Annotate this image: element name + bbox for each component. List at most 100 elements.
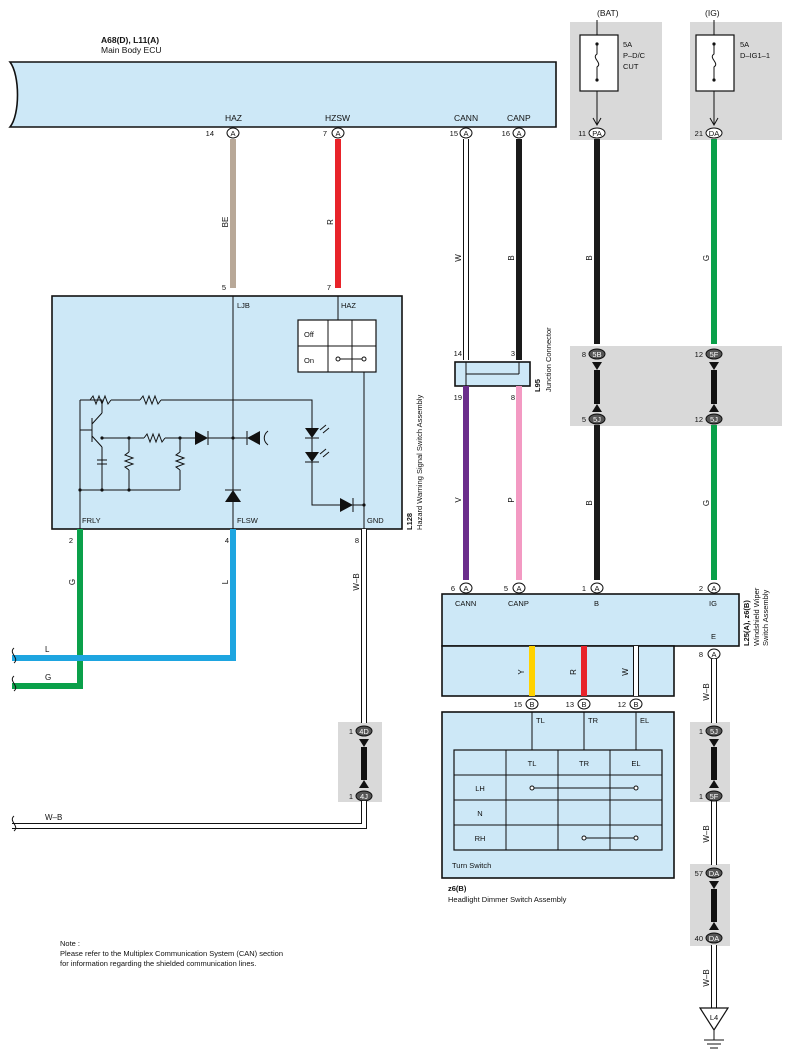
wiper-switch-box [441, 593, 740, 647]
wiper-pin-13: 13 [566, 700, 574, 709]
wiper-e-connector-label: A [711, 650, 716, 659]
ground-icon [698, 1007, 730, 1049]
hazard-pin-7: 7 [327, 283, 331, 292]
wire-wb-left-label: W–B [45, 813, 62, 822]
wire-break-icon [11, 647, 17, 692]
ecu-pin-cann: CANN [454, 113, 478, 123]
fuse-bat-rating: 5A [623, 40, 632, 49]
wire-wb-gnd-label: W–B [352, 573, 361, 590]
conn-5f-b-label: 5F [710, 792, 719, 801]
conn-5f-b [705, 790, 723, 802]
conn-40-num: 40 [695, 934, 703, 943]
conn-57-num: 57 [695, 869, 703, 878]
fuse-ig-pin: 21 [695, 129, 703, 138]
conn-4j-num: 1 [349, 792, 353, 801]
conn-4d [355, 725, 373, 737]
ecu-cann-connector-label: A [463, 129, 468, 138]
ecu-pin-canp: CANP [507, 113, 531, 123]
ecu-subtitle: Main Body ECU [101, 45, 161, 55]
wiper-tl-connector-label: B [529, 700, 534, 709]
wiper-el-connector [629, 698, 643, 710]
fuse-bat-name: P–D/C [623, 51, 646, 60]
wire-g-wiper-label: G [702, 500, 711, 506]
wire-wb-e-label: W–B [702, 683, 711, 700]
wiper-code: L25(A), z6(B) [742, 600, 751, 646]
wire-p-label: P [507, 497, 516, 502]
dimmer-code: z6(B) [448, 884, 467, 893]
note-title: Note : [60, 939, 80, 948]
fuse-bat-pin: 11 [578, 129, 586, 138]
turn-switch-table: TL TR EL LH N RH [453, 749, 663, 851]
wire-g-frly [12, 529, 83, 689]
wiper-pin-5: 5 [504, 584, 508, 593]
conn-5j-c-label: 5J [710, 727, 718, 736]
wire-b-label: B [507, 255, 516, 260]
wiper-pin-b: B [594, 599, 599, 608]
wiper-ig-connector-label: A [711, 584, 716, 593]
junction-code: L95 [533, 379, 542, 392]
wire-l-flsw [12, 529, 236, 661]
wiper-pin-6: 6 [451, 584, 455, 593]
fuse-bat-name2: CUT [623, 62, 639, 71]
turn-col-el: EL [631, 759, 640, 768]
dimmer-pin-tl: TL [536, 716, 545, 725]
dimmer-pin-tr: TR [588, 716, 599, 725]
ecu-pin-hzsw: HZSW [325, 113, 350, 123]
conn-da-40 [705, 932, 723, 944]
fuse-bat-connector-label: PA [592, 129, 601, 138]
wiper-pin-12: 12 [618, 700, 626, 709]
ecu-pin-canp-num: 16 [502, 129, 510, 138]
ecu-cann-connector [459, 127, 473, 139]
conn-5j-a [588, 413, 606, 425]
ecu-pin-hzsw-num: 7 [323, 129, 327, 138]
fuse-ig-rating: 5A [740, 40, 749, 49]
ecu-canp-connector-label: A [516, 129, 521, 138]
conn-5b-num: 8 [582, 350, 586, 359]
dimmer-name: Headlight Dimmer Switch Assembly [448, 895, 567, 904]
fuse-bat-source: (BAT) [597, 8, 619, 18]
wire-wb-left [12, 801, 367, 829]
wiper-b-connector-label: A [594, 584, 599, 593]
wiper-pin-8: 8 [699, 650, 703, 659]
junction-pin-3: 3 [511, 349, 515, 358]
wiper-cann-connector-label: A [463, 584, 468, 593]
ecu-pin-haz: HAZ [225, 113, 242, 123]
wiper-tr-connector-label: B [581, 700, 586, 709]
conn-5j-b-num: 12 [695, 415, 703, 424]
turn-col-tl: TL [528, 759, 537, 768]
conn-4d-label: 4D [359, 727, 369, 736]
junction-name: Junction Connector [544, 327, 553, 392]
conn-5j-a-num: 5 [582, 415, 586, 424]
wire-r-turn-label: R [569, 669, 578, 675]
ecu-pin-cann-num: 15 [450, 129, 458, 138]
conn-5j-c [705, 725, 723, 737]
fuse-ig-source: (IG) [705, 8, 720, 18]
wiper-canp-connector [512, 582, 526, 594]
wiper-ig-connector [707, 582, 721, 594]
wiper-switch-lower [441, 645, 675, 697]
wire-r-label: R [326, 219, 335, 225]
conn-5j-a-label: 5J [593, 415, 601, 424]
wire-y-label: Y [517, 669, 526, 675]
turn-col-tr: TR [579, 759, 590, 768]
conn-5f-a-label: 5F [710, 350, 719, 359]
wire-g-ig-label: G [702, 255, 711, 261]
dimmer-pin-el: EL [640, 716, 649, 725]
wiper-pin-1: 1 [582, 584, 586, 593]
wiper-pin-15: 15 [514, 700, 522, 709]
note-line-2: for information regarding the shielded c… [60, 959, 256, 968]
conn-5j-b [705, 413, 723, 425]
wiper-b-connector [590, 582, 604, 594]
wiper-el-connector-label: B [633, 700, 638, 709]
hazard-pin-flsw: FLSW [237, 516, 259, 525]
hazard-name: Hazard Warning Signal Switch Assembly [415, 395, 424, 530]
conn-5j-b-label: 5J [710, 415, 718, 424]
fuse-ig-name: D–IG1–1 [740, 51, 770, 60]
fuse-bat-box [579, 34, 619, 92]
hazard-pin-frly: FRLY [82, 516, 101, 525]
ecu-title: A68(D), L11(A) [101, 35, 159, 45]
wiper-cann-connector [459, 582, 473, 594]
fuse-bat-connector [588, 127, 606, 139]
wiper-pin-2: 2 [699, 584, 703, 593]
conn-5b-label: 5B [592, 350, 601, 359]
